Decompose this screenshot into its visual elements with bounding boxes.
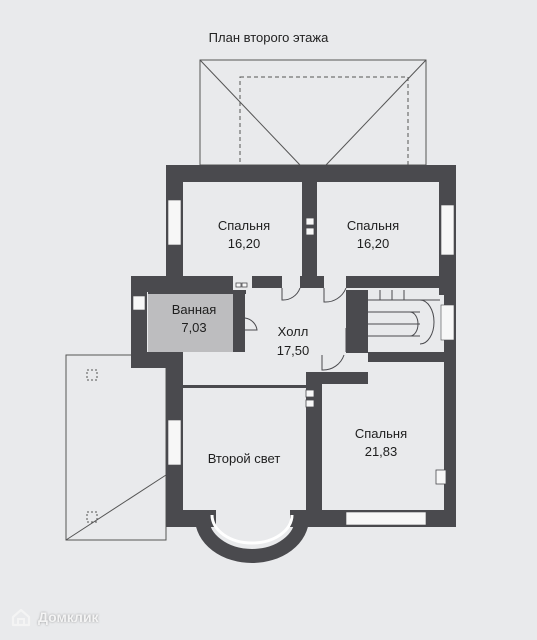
watermark: Домклик bbox=[10, 604, 99, 630]
doors bbox=[244, 287, 347, 371]
roof-outline bbox=[199, 59, 427, 166]
room-bedroom-3-name: Спальня bbox=[355, 426, 407, 441]
room-bedroom-2-area: 16,20 bbox=[357, 236, 390, 251]
bay-window bbox=[195, 514, 309, 563]
vent-details bbox=[235, 217, 447, 485]
staircase bbox=[368, 290, 440, 345]
room-hall-area: 17,50 bbox=[277, 343, 310, 358]
terrace-outline bbox=[65, 354, 167, 541]
house-logo-icon bbox=[11, 608, 31, 627]
room-bedroom-1-area: 16,20 bbox=[228, 236, 261, 251]
room-bedroom-1-name: Спальня bbox=[218, 218, 270, 233]
room-bathroom-area: 7,03 bbox=[181, 320, 206, 335]
room-second-light-name: Второй свет bbox=[208, 451, 281, 466]
room-hall-name: Холл bbox=[278, 324, 309, 339]
room-bathroom-name: Ванная bbox=[172, 302, 217, 317]
room-bedroom-2-name: Спальня bbox=[347, 218, 399, 233]
windows bbox=[132, 199, 455, 526]
room-bedroom-3-area: 21,83 bbox=[365, 444, 398, 459]
bathroom-fill bbox=[148, 294, 233, 352]
page-title: План второго этажа bbox=[208, 30, 329, 45]
watermark-text: Домклик bbox=[38, 609, 99, 625]
room-labels: Спальня 16,20 Спальня 16,20 Ванная 7,03 … bbox=[172, 218, 407, 466]
